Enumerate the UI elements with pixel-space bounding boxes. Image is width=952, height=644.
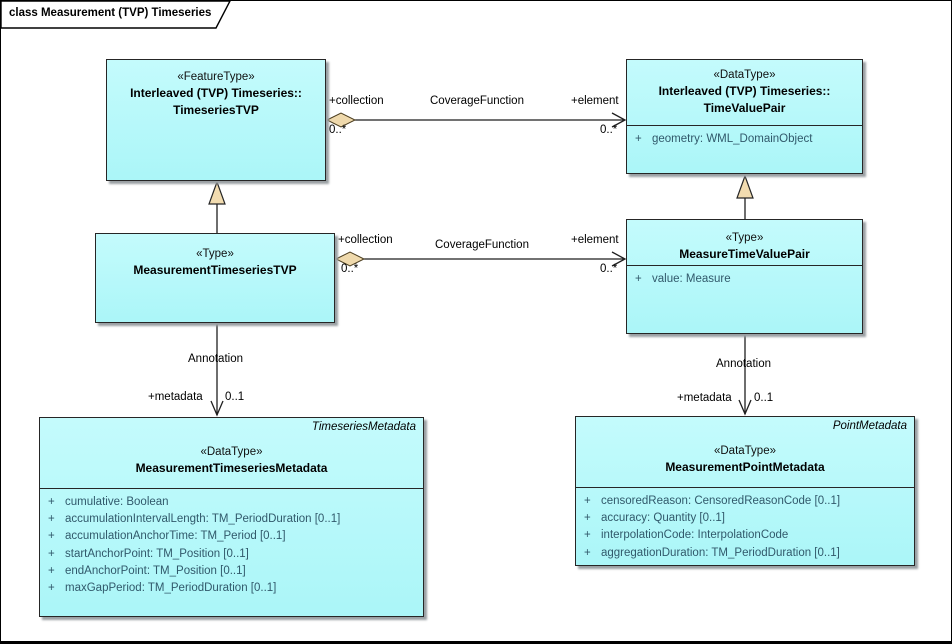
class-name: TimeValuePair <box>703 101 786 115</box>
target-role-label: +metadata <box>677 392 732 404</box>
attribute-row: +maxGapPeriod: TM_PeriodDuration [0..1] <box>48 582 277 595</box>
class-stereotype: «DataType» <box>713 445 776 457</box>
attributes-compartment: +geometry: WML_DomainObject <box>627 125 862 173</box>
generalization-triangle-icon <box>736 174 754 199</box>
class-box-measuretimevaluepair: «Type» MeasureTimeValuePair +value: Meas… <box>626 219 863 334</box>
open-arrowhead-icon <box>611 112 627 128</box>
class-stereotype: «Type» <box>725 232 764 244</box>
attributes-compartment: +censoredReason: CensoredReasonCode [0..… <box>576 487 914 565</box>
attribute-row: +aggregationDuration: TM_PeriodDuration … <box>584 546 840 559</box>
source-role-label: +collection <box>338 234 393 246</box>
target-multiplicity-label: 0..* <box>600 124 618 136</box>
diagram-title-tab <box>1 1 231 29</box>
class-name: MeasurementPointMetadata <box>665 460 825 474</box>
class-alias-label: PointMetadata <box>832 420 907 432</box>
class-name: MeasurementTimeseriesTVP <box>133 263 297 277</box>
diagram-title: class Measurement (TVP) Timeseries <box>9 7 212 19</box>
class-box-measurementpointmetadata: PointMetadata «DataType» MeasurementPoin… <box>575 416 915 566</box>
class-box-timeseriestvp: «FeatureType» Interleaved (TVP) Timeseri… <box>106 59 326 181</box>
attribute-row: +geometry: WML_DomainObject <box>635 133 813 145</box>
class-box-measurementtimeseriestvp: «Type» MeasurementTimeseriesTVP <box>95 233 335 323</box>
class-stereotype: «DataType» <box>713 69 776 81</box>
class-box-timevaluepair: «DataType» Interleaved (TVP) Timeseries:… <box>626 59 863 174</box>
target-role-label: +element <box>571 95 619 107</box>
target-multiplicity-label: 0..1 <box>754 392 774 404</box>
attributes-compartment: +value: Measure <box>627 265 862 333</box>
target-multiplicity-label: 0..1 <box>225 391 245 403</box>
target-role-label: +element <box>571 234 619 246</box>
attribute-row: +cumulative: Boolean <box>48 496 169 508</box>
target-role-label: +metadata <box>148 391 203 403</box>
open-arrowhead-icon <box>738 399 752 416</box>
aggregation-diamond-icon <box>334 251 366 267</box>
attribute-row: +accuracy: Quantity [0..1] <box>584 512 726 525</box>
attribute-row: +accumulationAnchorTime: TM_Period [0..1… <box>48 530 286 543</box>
source-role-label: +collection <box>329 95 384 107</box>
class-stereotype: «Type» <box>196 248 234 260</box>
open-arrowhead-icon <box>210 400 224 417</box>
association-name-label: CoverageFunction <box>435 239 529 251</box>
open-arrowhead-icon <box>611 251 627 267</box>
attribute-row: +interpolationCode: InterpolationCode <box>584 529 789 542</box>
class-box-measurementtimeseriesmetadata: TimeseriesMetadata «DataType» Measuremen… <box>39 417 424 617</box>
class-stereotype: «FeatureType» <box>177 71 255 83</box>
class-name: Interleaved (TVP) Timeseries:: <box>130 86 302 100</box>
class-name: MeasureTimeValuePair <box>679 247 810 261</box>
aggregation-diamond-icon <box>325 112 357 128</box>
attributes-compartment: +cumulative: Boolean +accumulationInterva… <box>40 488 423 616</box>
attribute-row: +startAnchorPoint: TM_Position [0..1] <box>48 547 249 560</box>
association-name-label: Annotation <box>716 358 771 370</box>
class-stereotype: «DataType» <box>200 446 263 458</box>
association-name-label: Annotation <box>188 353 243 365</box>
class-name: MeasurementTimeseriesMetadata <box>135 461 328 475</box>
source-multiplicity-label: 0..* <box>329 124 347 136</box>
association-name-label: CoverageFunction <box>430 95 524 107</box>
class-name: TimeseriesTVP <box>173 103 259 117</box>
source-multiplicity-label: 0..* <box>341 263 359 275</box>
target-multiplicity-label: 0..* <box>600 263 618 275</box>
attribute-row: +value: Measure <box>635 273 731 285</box>
generalization-triangle-icon <box>208 180 226 205</box>
attribute-row: +censoredReason: CensoredReasonCode [0..… <box>584 495 841 507</box>
attribute-row: +endAnchorPoint: TM_Position [0..1] <box>48 564 246 577</box>
class-name: Interleaved (TVP) Timeseries:: <box>658 84 831 98</box>
class-alias-label: TimeseriesMetadata <box>311 421 416 433</box>
attribute-row: +accumulationIntervalLength: TM_PeriodDu… <box>48 513 341 526</box>
